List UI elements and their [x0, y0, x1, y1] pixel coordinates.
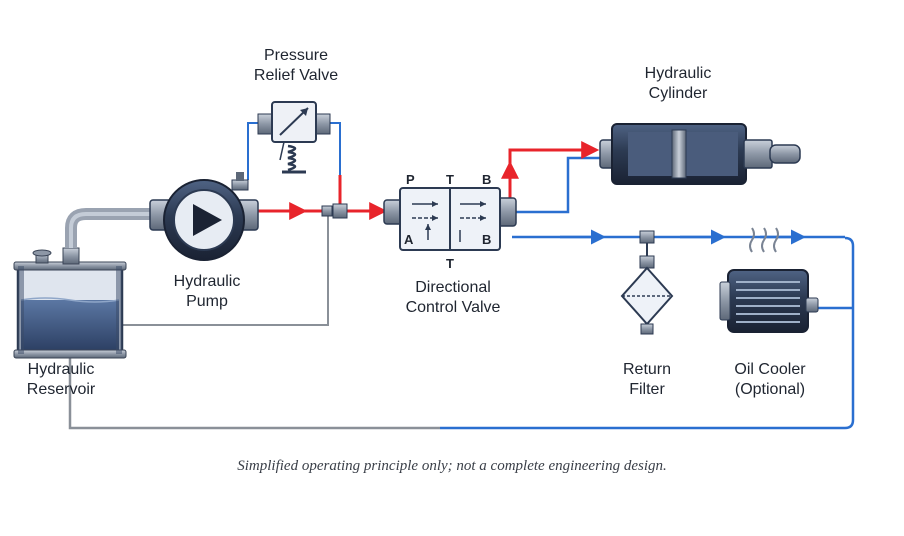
port-t-bottom-label: T: [446, 256, 454, 271]
relief-valve-label-line2: Relief Valve: [253, 67, 339, 84]
return-filter-label-line2: Filter: [629, 381, 665, 398]
hydraulic-cylinder: [599, 123, 801, 185]
disclaimer-caption: Simplified operating principle only; not…: [237, 458, 667, 474]
directional-control-valve: [383, 187, 517, 251]
oil-cooler: [719, 227, 819, 333]
relief-valve-label-line1: Pressure: [263, 47, 329, 64]
heat-waves-icon: [749, 227, 779, 253]
cylinder-label-line1: Hydraulic: [644, 65, 712, 82]
return-filter-label-line1: Return: [622, 361, 672, 378]
relief-valve-label: Pressure Relief Valve: [236, 46, 356, 86]
pump-arrow-icon: [193, 204, 222, 236]
cylinder-label: Hydraulic Cylinder: [608, 64, 748, 104]
oil-cooler-label: Oil Cooler (Optional): [712, 360, 828, 400]
cylinder-label-line2: Cylinder: [648, 85, 708, 102]
port-b-bottom-label: B: [482, 232, 492, 247]
drain-lines: [68, 212, 440, 430]
pump-label-line1: Hydraulic: [173, 273, 241, 290]
reservoir-label-line1: Hydraulic: [27, 361, 95, 378]
pressure-lines: [256, 141, 600, 220]
pump-label-line2: Pump: [186, 293, 228, 310]
directional-valve-label-line2: Control Valve: [405, 299, 501, 316]
directional-valve-label: Directional Control Valve: [378, 278, 528, 318]
reservoir-label-line2: Reservoir: [26, 381, 96, 398]
reservoir-label: Hydraulic Reservoir: [6, 360, 116, 400]
port-a-label: A: [404, 232, 414, 247]
pump-label: Hydraulic Pump: [152, 272, 262, 312]
return-filter: [620, 230, 674, 335]
return-filter-label: Return Filter: [602, 360, 692, 400]
port-b-top-label: B: [482, 172, 492, 187]
port-p-label: P: [406, 172, 415, 187]
oil-cooler-label-line2: (Optional): [734, 381, 806, 398]
hydraulic-pump: [149, 172, 259, 261]
port-t-top-label: T: [446, 172, 454, 187]
pressure-relief-valve: [257, 101, 348, 219]
directional-valve-label-line1: Directional: [415, 279, 491, 296]
reservoir-tank: [13, 208, 160, 359]
oil-cooler-label-line1: Oil Cooler: [734, 361, 806, 378]
